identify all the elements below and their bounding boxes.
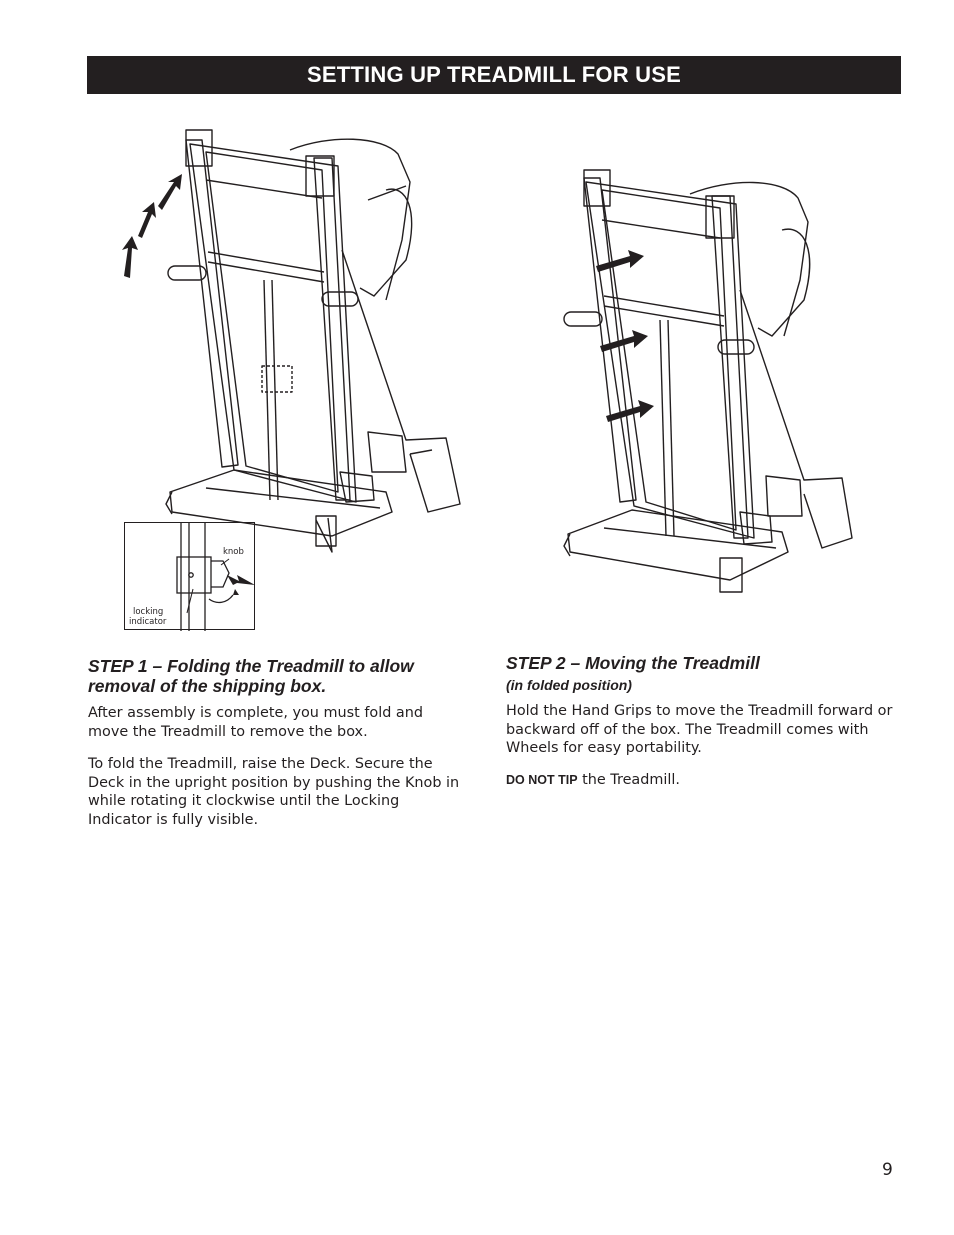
inset-knob-detail: knob locking indicator (124, 522, 255, 631)
locking-label-line1: locking (133, 607, 163, 617)
step2-subheading: (in folded position) (506, 677, 632, 693)
step1-paragraph1: After assembly is complete, you must fol… (88, 705, 423, 740)
figure-moving-treadmill (563, 169, 853, 593)
step2-warning: DO NOT TIP the Treadmill. (506, 771, 886, 790)
figure-folding-treadmill (122, 129, 461, 553)
step1-heading-line2: removal of the shipping box. (88, 676, 327, 696)
warning-bold-text: DO NOT TIP (506, 773, 578, 787)
page-number: 9 (882, 1160, 893, 1180)
step1-heading-line1: STEP 1 – Folding the Treadmill to allow (88, 656, 414, 676)
knob-detail-drawing: knob locking indicator (129, 523, 255, 631)
section-title-banner: SETTING UP TREADMILL FOR USE (87, 56, 901, 94)
section-title: SETTING UP TREADMILL FOR USE (307, 62, 681, 87)
step2-heading: STEP 2 – Moving the Treadmill (506, 653, 760, 673)
knob-label: knob (223, 547, 244, 557)
warning-rest-text: the Treadmill. (577, 772, 680, 788)
step2-paragraph1: Hold the Hand Grips to move the Treadmil… (506, 703, 893, 756)
locking-label-line2: indicator (129, 617, 167, 627)
step1-paragraph2: To fold the Treadmill, raise the Deck. S… (88, 756, 460, 828)
step1-heading: STEP 1 – Folding the Treadmill to allow … (88, 656, 468, 696)
